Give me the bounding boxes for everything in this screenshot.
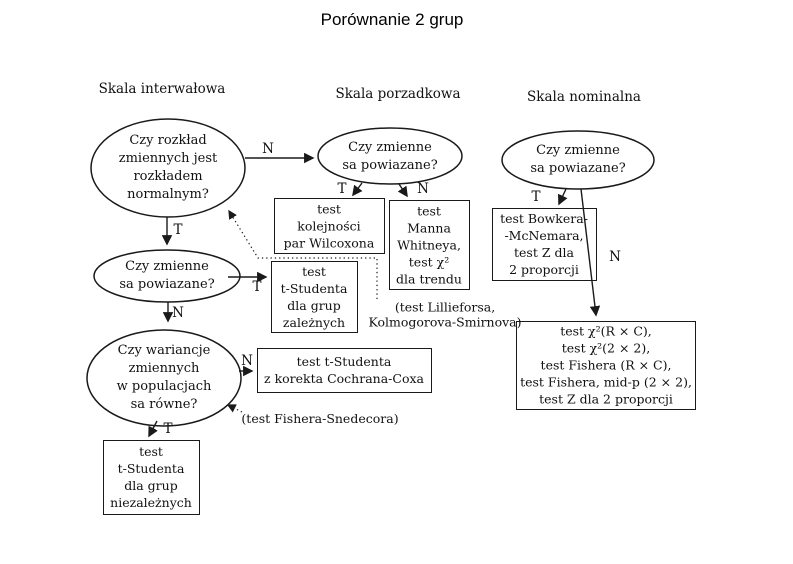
text-line: test (139, 444, 163, 459)
text-line: test Fishera (R × C), (540, 357, 672, 373)
test-t-independent: test t-Studenta dla grup niezależnych (110, 443, 192, 511)
text-line: Czy wariancje (117, 343, 211, 358)
test-cochran-cox: test t-Studenta z korekta Cochrana-Coxa (264, 353, 424, 387)
box-contingency (516, 321, 696, 410)
text-line: test Z dla 2 proporcji (539, 391, 673, 407)
text-line: t-Studenta (280, 281, 348, 296)
text-line: Czy zmienne (348, 140, 432, 155)
edge-label-no-related-interval: N (172, 305, 184, 321)
box-cochran-cox (257, 348, 432, 393)
test-t-dependent: test t-Studenta dla grup zależnych (281, 263, 348, 331)
test-contingency: test χ²(R × C),test χ²(2 × 2),test Fishe… (520, 323, 692, 408)
text-line: rozkładem (133, 169, 203, 184)
text-line: normalnym? (127, 187, 209, 202)
text-line: w populacjach (116, 379, 212, 394)
text-line: sa powiazane? (530, 161, 626, 176)
text-line: test Bowkera- (500, 211, 588, 226)
edge-label-yes-variance: T (163, 421, 173, 437)
text-line: dla trendu (396, 271, 462, 287)
column-header-ordinal: Skala porzadkowa (335, 86, 461, 102)
text-line: (test Lillieforsa, (394, 299, 496, 315)
edge-label-no-related-nominal: N (609, 249, 621, 265)
text-line: test χ²(R × C), (560, 323, 652, 339)
arrow-related-ordinal-yes (352, 182, 363, 197)
text-line: dla grup (287, 298, 341, 313)
text-line: test (317, 201, 341, 217)
box-t-independent (103, 440, 200, 515)
decision-related-nominal: Czy zmienne sa powiazane? (530, 142, 625, 178)
edge-label-no-related-ordinal: N (417, 181, 429, 197)
text-line: niezależnych (110, 495, 192, 510)
text-line: t-Studenta (117, 461, 185, 476)
decision-related-ordinal: Czy zmienne sa powiazane? (342, 139, 437, 175)
column-header-nominal: Skala nominalna (527, 89, 641, 105)
text-line: z korekta Cochrana-Coxa (264, 371, 424, 386)
box-bowker-mcnemar (492, 208, 597, 281)
decision-normality: Czy rozkład zmiennych jest rozkładem normal… (119, 132, 218, 204)
caption-fisher-snedecor: (test Fishera-Snedecora) (241, 410, 399, 427)
text-line: Czy rozkład (129, 133, 207, 148)
text-line: zależnych (282, 315, 346, 330)
edge-label-yes-related-ordinal: T (337, 181, 347, 197)
text-line: zmiennych (128, 361, 200, 376)
text-line: Czy zmienne (125, 259, 209, 274)
dotted-arrow-fisher-snedecor (226, 404, 243, 413)
edge-label-yes-related-interval: T (252, 279, 262, 295)
text-line: test χ² (408, 254, 450, 270)
edge-label-no-normality: N (262, 141, 274, 157)
arrow-variance-yes (148, 420, 158, 438)
arrow-related-ordinal-no (397, 183, 408, 198)
text-line: -McNemara, (504, 228, 584, 243)
text-line: sa równe? (130, 397, 198, 412)
page-title: Porównanie 2 grup (320, 10, 464, 29)
text-line: test (302, 264, 326, 279)
text-line: sa powiazane? (342, 158, 438, 173)
text-line: Kolmogorova-Smirnova) (368, 314, 522, 329)
edge-label-no-variance: N (241, 353, 253, 369)
text-line: Manna (407, 220, 451, 236)
arrow-related-nominal-yes (558, 188, 568, 206)
text-line: (test Fishera-Snedecora) (241, 410, 399, 426)
text-line: Whitneya, (397, 237, 461, 253)
text-line: dla grup (124, 478, 178, 493)
text-line: par Wilcoxona (283, 235, 375, 251)
column-header-interval: Skala interwałowa (98, 81, 226, 97)
box-mann-whitney (389, 200, 470, 290)
text-line: test χ²(2 × 2), (561, 340, 651, 356)
text-line: sa powiazane? (119, 277, 215, 292)
test-bowker-mcnemar: test Bowkera- -McNemara, test Z dla 2 propo… (500, 210, 588, 278)
text-line: Czy zmienne (536, 143, 620, 158)
text-line: test Fishera, mid-p (2 × 2), (520, 374, 692, 390)
text-line: test Z dla (514, 245, 574, 260)
text-line: kolejności (297, 218, 361, 234)
decision-variance: Czy wariancje zmiennych w populacjach sa ró… (117, 342, 212, 414)
text-line: test (417, 203, 441, 219)
decision-related-interval: Czy zmienne sa powiazane? (119, 258, 214, 294)
edge-label-yes-normality: T (173, 222, 183, 238)
text-line: 2 proporcji (509, 262, 579, 277)
caption-lilliefors: (test Lillieforsa,Kolmogorova-Smirnova) (368, 299, 522, 330)
text-line: test t-Studenta (296, 354, 392, 369)
text-line: zmiennych jest (118, 151, 218, 166)
edge-label-yes-related-nominal: T (531, 189, 541, 205)
